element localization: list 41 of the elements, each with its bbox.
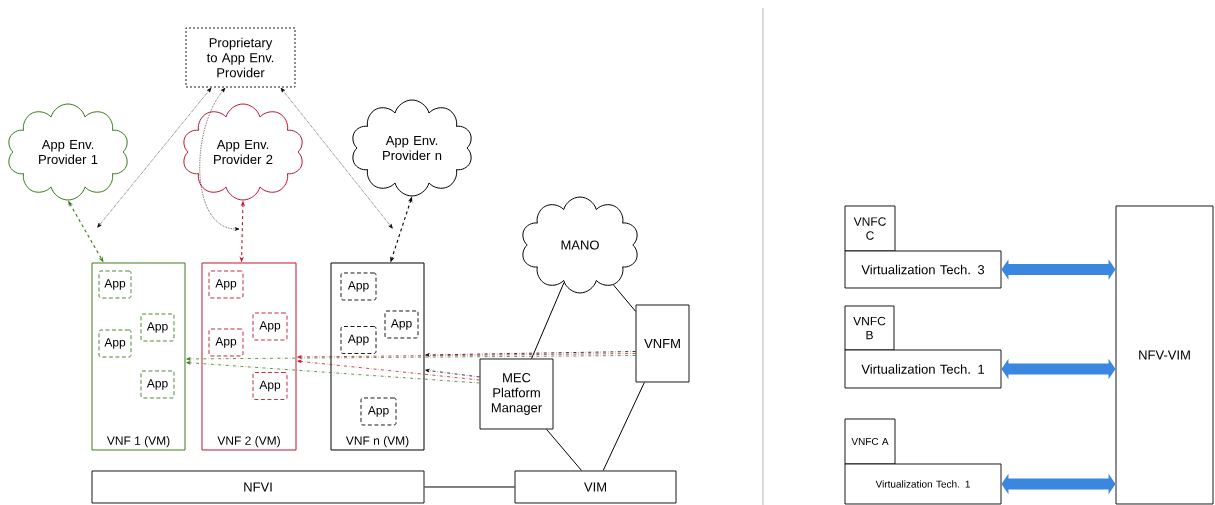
app-box: App <box>340 272 377 301</box>
arrow <box>425 351 636 357</box>
app-box: App <box>98 329 132 358</box>
connector-line <box>612 284 637 312</box>
arrow <box>97 87 212 228</box>
connector-line <box>546 428 583 472</box>
arrow <box>186 355 636 361</box>
manager-box: VIM <box>514 470 677 504</box>
component-box: VNFC C <box>844 205 896 252</box>
arrow <box>425 368 480 378</box>
cloud: App Env. Provider n <box>352 99 472 197</box>
arrow <box>280 87 393 229</box>
cloud: MANO <box>522 196 638 294</box>
infrastructure-bar: NFVI <box>91 470 425 504</box>
app-box: App <box>252 312 288 341</box>
connector-line <box>423 486 516 488</box>
manager-box: VNFM <box>635 304 690 383</box>
app-box: App <box>360 397 397 426</box>
note-box: Proprietary to App Env. Provider <box>185 27 296 88</box>
block-arrow <box>1001 259 1116 280</box>
cloud: App Env. Provider 2 <box>183 103 303 201</box>
arrow <box>297 353 636 359</box>
connector-line <box>602 381 645 472</box>
app-box: App <box>208 328 244 357</box>
arrow <box>186 361 480 384</box>
app-box: App <box>384 310 419 339</box>
arrow <box>199 87 240 231</box>
app-box: App <box>98 270 132 299</box>
arrow <box>297 359 480 381</box>
cloud: App Env. Provider 1 <box>8 103 128 201</box>
app-box: App <box>140 313 175 342</box>
component-box: VNFC B <box>844 305 895 351</box>
app-box: App <box>140 370 175 399</box>
app-box: App <box>340 326 377 354</box>
app-box: App <box>252 372 288 400</box>
manager-box: NFV-VIM <box>1115 205 1214 505</box>
app-box: App <box>208 270 244 299</box>
block-arrow <box>1001 473 1116 495</box>
block-arrow <box>1001 358 1116 380</box>
manager-box: MEC Platform Manager <box>479 358 554 430</box>
component-box: VNFC A <box>844 418 896 465</box>
